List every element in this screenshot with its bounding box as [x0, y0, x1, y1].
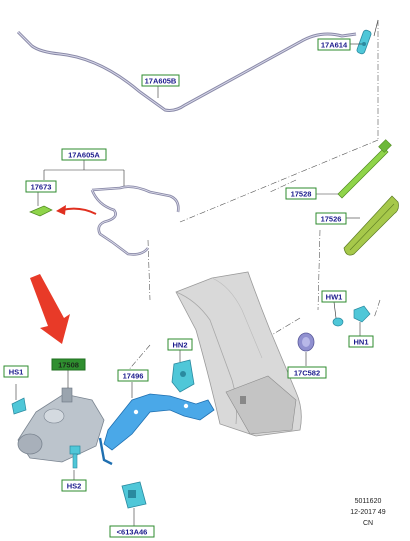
footer-ref-number: 5011620 [355, 498, 382, 505]
nut-HN2 [171, 350, 195, 393]
label-613A46: <613A46 [109, 525, 155, 538]
label-HN2: HN2 [167, 338, 193, 351]
washer-hose-rear [16, 30, 357, 112]
label-17A605B: 17A605B [141, 74, 180, 87]
wiper-motor-bracket-17496 [98, 382, 215, 466]
leader-line [373, 19, 379, 37]
wiper-arm-17528 [316, 139, 392, 199]
svg-text:<613A46: <613A46 [117, 528, 148, 537]
svg-text:17496: 17496 [123, 372, 144, 381]
grommet-17C582 [297, 332, 315, 366]
label-17A605A: 17A605A [61, 148, 107, 161]
svg-text:17A605A: 17A605A [68, 151, 100, 160]
svg-text:HS1: HS1 [9, 368, 24, 377]
tailgate-panel [175, 271, 302, 437]
svg-text:17528: 17528 [291, 190, 312, 199]
big-red-arrow [30, 274, 70, 344]
svg-text:17508: 17508 [58, 361, 79, 370]
footer-reference: 5011620 12-2017 49 CN [350, 498, 386, 527]
washer-HW1 [332, 301, 344, 327]
screw-HS2 [69, 445, 81, 480]
label-17526: 17526 [315, 212, 347, 225]
svg-text:17A605B: 17A605B [145, 77, 177, 86]
label-17496: 17496 [117, 369, 149, 382]
label-17508-highlighted: 17508 [51, 358, 86, 371]
svg-text:17673: 17673 [31, 183, 52, 192]
label-HN1: HN1 [348, 335, 374, 348]
washer-hose-upper [90, 185, 180, 256]
svg-text:HN2: HN2 [172, 341, 187, 350]
leader-bracket [43, 160, 125, 186]
svg-text:HN1: HN1 [353, 338, 368, 347]
wiper-motor-17508 [17, 370, 105, 463]
svg-text:17A614: 17A614 [321, 41, 348, 50]
hose-clip-17673 [29, 192, 53, 217]
label-17C582: 17C582 [287, 366, 327, 379]
svg-text:17C582: 17C582 [294, 369, 320, 378]
label-17528: 17528 [285, 187, 317, 200]
washer-jet-17A614 [356, 29, 372, 55]
svg-text:HS2: HS2 [67, 482, 82, 491]
svg-text:17526: 17526 [321, 215, 342, 224]
clip-613A46 [121, 481, 147, 526]
svg-text:HW1: HW1 [326, 293, 343, 302]
label-HS2: HS2 [61, 479, 87, 492]
red-arrow-head [56, 205, 66, 215]
screw-HS1 [11, 384, 27, 415]
footer-date-code: 12-2017 49 [350, 509, 386, 516]
label-17673: 17673 [25, 180, 57, 193]
footer-region: CN [363, 520, 373, 527]
wiper-blade-17526 [343, 195, 399, 256]
nut-HN1 [353, 305, 371, 336]
label-17A614: 17A614 [317, 38, 351, 51]
red-direction-arrow [61, 207, 97, 215]
label-HW1: HW1 [321, 290, 347, 303]
label-HS1: HS1 [3, 365, 29, 378]
